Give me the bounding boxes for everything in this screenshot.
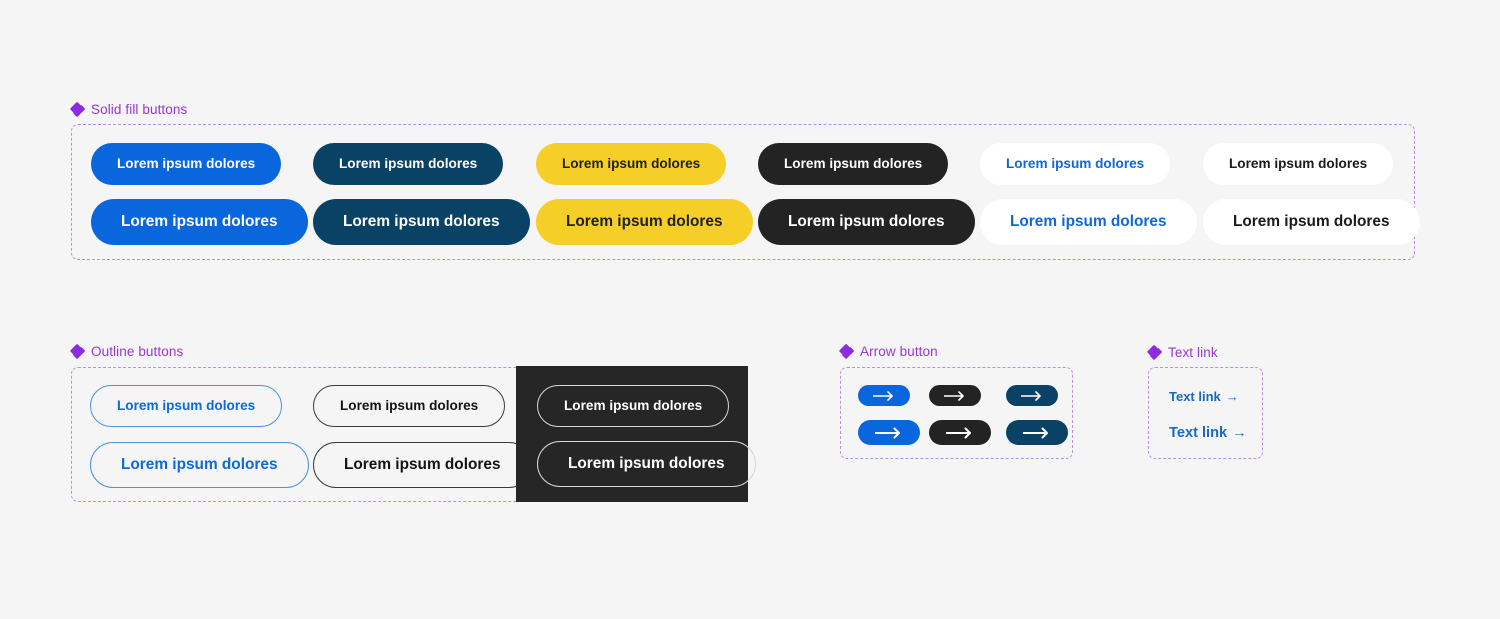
solid-button-yellow-sm[interactable]: Lorem ipsum dolores (536, 143, 727, 185)
section-label-text: Solid fill buttons (91, 102, 188, 117)
text-link-lg[interactable]: Text link → (1169, 425, 1247, 441)
section-label-text: Arrow button (860, 344, 938, 359)
solid-fill-buttons-container: Lorem ipsum dolores Lorem ipsum dolores … (71, 124, 1420, 260)
arrow-button-dark-lg[interactable] (929, 420, 991, 445)
arrow-button-navy-sm[interactable] (1006, 385, 1058, 406)
arrow-button-blue-lg[interactable] (858, 420, 920, 445)
solid-button-yellow-lg[interactable]: Lorem ipsum dolores (536, 199, 753, 245)
section-label-solid-fill: Solid fill buttons (69, 101, 188, 118)
outline-button-dark-lg[interactable]: Lorem ipsum dolores (313, 442, 532, 488)
arrow-right-icon (875, 427, 900, 438)
sparkle-icon (838, 343, 855, 360)
arrow-right-icon: → (1232, 425, 1247, 441)
text-link-sm[interactable]: Text link → (1169, 389, 1239, 404)
dark-theme-panel: Lorem ipsum dolores Lorem ipsum dolores (516, 366, 756, 502)
arrow-button-blue-sm[interactable] (858, 385, 910, 406)
solid-button-navy-sm[interactable]: Lorem ipsum dolores (313, 143, 504, 185)
arrow-right-icon (873, 390, 893, 401)
section-label-text: Outline buttons (91, 344, 184, 359)
solid-button-white-blue-sm[interactable]: Lorem ipsum dolores (980, 143, 1171, 185)
section-label-text: Text link (1168, 345, 1218, 360)
arrow-right-icon (946, 427, 971, 438)
solid-button-white-dark-lg[interactable]: Lorem ipsum dolores (1203, 199, 1420, 245)
section-label-text-link: Text link (1146, 344, 1218, 361)
solid-button-dark-sm[interactable]: Lorem ipsum dolores (758, 143, 949, 185)
sparkle-icon (69, 101, 86, 118)
solid-button-white-dark-sm[interactable]: Lorem ipsum dolores (1203, 143, 1394, 185)
solid-button-blue-sm[interactable]: Lorem ipsum dolores (91, 143, 282, 185)
outline-buttons-container: Lorem ipsum dolores Lorem ipsum dolores … (71, 367, 748, 502)
arrow-buttons-container (840, 367, 1073, 459)
solid-button-blue-lg[interactable]: Lorem ipsum dolores (91, 199, 308, 245)
solid-button-navy-lg[interactable]: Lorem ipsum dolores (313, 199, 530, 245)
outline-button-blue-lg[interactable]: Lorem ipsum dolores (90, 442, 309, 488)
outline-button-blue-sm[interactable]: Lorem ipsum dolores (90, 385, 283, 427)
section-label-arrow: Arrow button (838, 343, 938, 360)
arrow-right-icon (1023, 427, 1048, 438)
text-link-label: Text link (1169, 425, 1228, 441)
section-label-outline: Outline buttons (69, 343, 184, 360)
outline-button-light-lg[interactable]: Lorem ipsum dolores (537, 441, 756, 487)
outline-button-light-sm[interactable]: Lorem ipsum dolores (537, 385, 730, 427)
solid-button-white-blue-lg[interactable]: Lorem ipsum dolores (980, 199, 1197, 245)
sparkle-icon (69, 343, 86, 360)
arrow-right-icon (944, 390, 964, 401)
text-link-label: Text link (1169, 389, 1221, 404)
solid-button-dark-lg[interactable]: Lorem ipsum dolores (758, 199, 975, 245)
arrow-right-icon: → (1225, 389, 1239, 404)
arrow-button-navy-lg[interactable] (1006, 420, 1068, 445)
arrow-right-icon (1021, 390, 1041, 401)
arrow-button-dark-sm[interactable] (929, 385, 981, 406)
text-links-container: Text link → Text link → (1148, 367, 1263, 459)
outline-button-dark-sm[interactable]: Lorem ipsum dolores (313, 385, 506, 427)
sparkle-icon (1146, 344, 1163, 361)
